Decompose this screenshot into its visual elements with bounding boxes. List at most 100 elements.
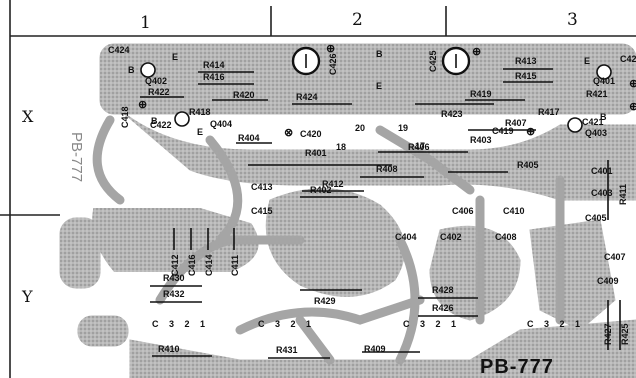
polarity-mark: ⊗	[284, 127, 293, 139]
pin-letter: B	[600, 112, 607, 122]
capacitor-label: C415	[251, 206, 273, 216]
polarity-marks: ⊕ ⊕ ⊕ ⊕ ⊕ ⊕ ⊗	[138, 43, 636, 139]
board-id: PB-777	[480, 356, 554, 378]
resistor-label: R432	[163, 289, 185, 299]
polarity-mark: ⊕	[472, 46, 481, 58]
capacitor-label: C408	[495, 232, 517, 242]
polarity-mark: ⊕	[526, 126, 535, 138]
resistor-label: R428	[432, 285, 454, 295]
resistor-label: R418	[189, 107, 211, 117]
capacitor-label: C403	[591, 188, 613, 198]
pin-letter: E	[584, 56, 590, 66]
pin-letter: B	[128, 65, 135, 75]
capacitor-label: C416	[187, 254, 197, 276]
resistor-label: R417	[538, 107, 560, 117]
capacitor-label: C402	[440, 232, 462, 242]
capacitor-labels: C424 C426 C425 C42 C418 C420 C422 C419 C…	[108, 45, 636, 286]
resistor-label: R403	[470, 135, 492, 145]
mirrored-board-marking: PB-777	[68, 132, 85, 182]
capacitor-label: C413	[251, 182, 273, 192]
capacitor-label: C406	[452, 206, 474, 216]
resistor-label: R409	[364, 344, 386, 354]
resistor-label: R414	[203, 60, 225, 70]
column-label-1: 1	[140, 13, 151, 33]
resistor-label: R401	[305, 148, 327, 158]
resistor-label: R407	[505, 118, 527, 128]
resistor-label: R423	[441, 109, 463, 119]
transistor-label: Q403	[585, 128, 607, 138]
capacitor-label: C420	[300, 129, 322, 139]
capacitor-label: C410	[503, 206, 525, 216]
pad-label: 17	[415, 141, 425, 151]
pin-mark: C 3 2 1	[527, 319, 584, 329]
transistor-pin-marks: B E B E B E B E	[128, 49, 607, 137]
column-label-3: 3	[567, 10, 578, 30]
row-label-x: X	[22, 107, 34, 126]
transistor-q404	[174, 111, 190, 127]
pad-labels: 18 20 19 17	[336, 123, 425, 152]
resistor-label: R426	[432, 303, 454, 313]
resistor-label: R410	[158, 344, 180, 354]
polarity-mark: ⊕	[138, 99, 147, 111]
transistor-q403	[567, 117, 583, 133]
resistor-label: R424	[296, 92, 318, 102]
capacitor-label: C421	[582, 117, 604, 127]
capacitor-label: C412	[170, 254, 180, 276]
resistor-label: R413	[515, 56, 537, 66]
polarity-mark: ⊕	[629, 78, 636, 90]
pad-label: 20	[355, 123, 365, 133]
transistor-q401	[596, 64, 612, 80]
resistor-label: R431	[276, 345, 298, 355]
trace-lines	[92, 115, 565, 365]
capacitor-label: C426	[328, 53, 338, 75]
pin-letter: E	[197, 127, 203, 137]
transistor-label: Q404	[210, 119, 232, 129]
resistor-labels: R414 R416 R422 R420 R418 R424 R404 R401 …	[148, 56, 630, 355]
polarity-mark: ⊕	[326, 43, 335, 55]
capacitor-label: C425	[428, 50, 438, 72]
pad-label: 19	[398, 123, 408, 133]
transistor-label: Q402	[145, 76, 167, 86]
pin-letter: E	[376, 81, 382, 91]
resistor-label: R404	[238, 133, 260, 143]
resistor-label: R427	[603, 323, 613, 345]
transistor-labels: Q402 Q404 Q401 Q403	[145, 76, 615, 138]
copper-traces	[59, 43, 636, 378]
resistor-label: R411	[618, 184, 628, 205]
capacitor-label: C424	[108, 45, 130, 55]
transistor-q402	[140, 62, 156, 78]
resistor-label: R419	[470, 89, 492, 99]
polarity-mark: ⊕	[629, 101, 636, 113]
resistor-bars	[140, 68, 621, 359]
capacitor-label: C404	[395, 232, 417, 242]
capacitor-label: C401	[591, 166, 613, 176]
capacitor-label: C405	[585, 213, 607, 223]
capacitor-label: C418	[120, 106, 130, 128]
pin-markings: C 3 2 1 C 3 2 1 C 3 2 1 C 3 2 1	[152, 319, 584, 329]
pin-mark: C 3 2 1	[258, 319, 315, 329]
resistor-label: R402	[310, 185, 332, 195]
capacitor-label: C414	[204, 254, 214, 276]
capacitor-label: C411	[230, 255, 240, 276]
pin-mark: C 3 2 1	[152, 319, 209, 329]
pin-letter: B	[151, 116, 158, 126]
capacitor-label: C42	[620, 54, 636, 64]
column-label-2: 2	[352, 10, 363, 30]
resistor-label: R421	[586, 89, 608, 99]
pin-mark: C 3 2 1	[403, 319, 460, 329]
capacitor-label: C419	[492, 126, 514, 136]
row-label-y: Y	[21, 287, 33, 306]
resistor-label: R408	[376, 164, 398, 174]
resistor-label: R406	[408, 142, 430, 152]
pad-label: 18	[336, 142, 346, 152]
pin-letter: E	[172, 52, 178, 62]
capacitor-c426	[291, 46, 321, 76]
capacitor-label: C407	[604, 252, 626, 262]
resistor-label: R415	[515, 71, 537, 81]
resistor-label: R420	[233, 90, 255, 100]
transistor-label: Q401	[593, 76, 615, 86]
capacitor-c425	[441, 46, 471, 76]
